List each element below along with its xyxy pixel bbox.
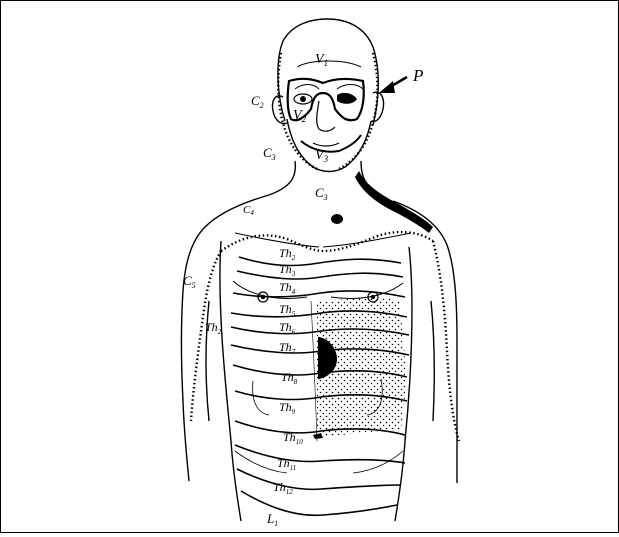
label-p: P	[412, 66, 423, 85]
label-th11: Th11	[277, 456, 296, 472]
arrow-p	[379, 77, 407, 93]
label-th9: Th9	[279, 400, 296, 416]
neck-spot	[331, 214, 343, 224]
label-c4: C4	[243, 204, 254, 217]
v3-chin-line	[301, 135, 361, 152]
eyes	[294, 93, 357, 104]
blackened-eye	[337, 93, 357, 104]
label-v2: V2	[293, 108, 307, 124]
label-th7: Th7	[279, 340, 296, 356]
label-th2-arm: Th2	[205, 320, 222, 336]
label-th8: Th8	[281, 370, 298, 386]
th2-band	[239, 257, 401, 265]
nose	[317, 101, 335, 131]
l1-band	[241, 491, 397, 515]
mouth	[313, 143, 339, 146]
th3-band	[237, 271, 403, 279]
label-v3: V3	[315, 148, 329, 164]
label-th6: Th6	[279, 320, 296, 336]
label-c3-face: C3	[263, 145, 276, 162]
label-c5: C5	[183, 273, 196, 290]
labels: V1 V2 V3 P C2 C3 C3 C4 C5 Th2 Th2 Th3 Th…	[183, 52, 423, 528]
v-dotted-right	[339, 53, 378, 169]
label-v1: V1	[315, 52, 328, 68]
label-th12: Th12	[273, 480, 293, 496]
label-th2: Th2	[279, 246, 296, 262]
th12-band	[237, 469, 401, 489]
label-c2: C2	[251, 93, 264, 110]
right-arm-dotted	[433, 241, 459, 441]
label-l1: L1	[266, 511, 278, 528]
label-th5: Th5	[279, 302, 296, 318]
label-th3: Th3	[279, 262, 296, 278]
jaw-outline	[287, 119, 371, 172]
label-c3-neck: C3	[315, 185, 328, 202]
label-th4: Th4	[279, 280, 296, 296]
th11-band	[235, 445, 405, 463]
